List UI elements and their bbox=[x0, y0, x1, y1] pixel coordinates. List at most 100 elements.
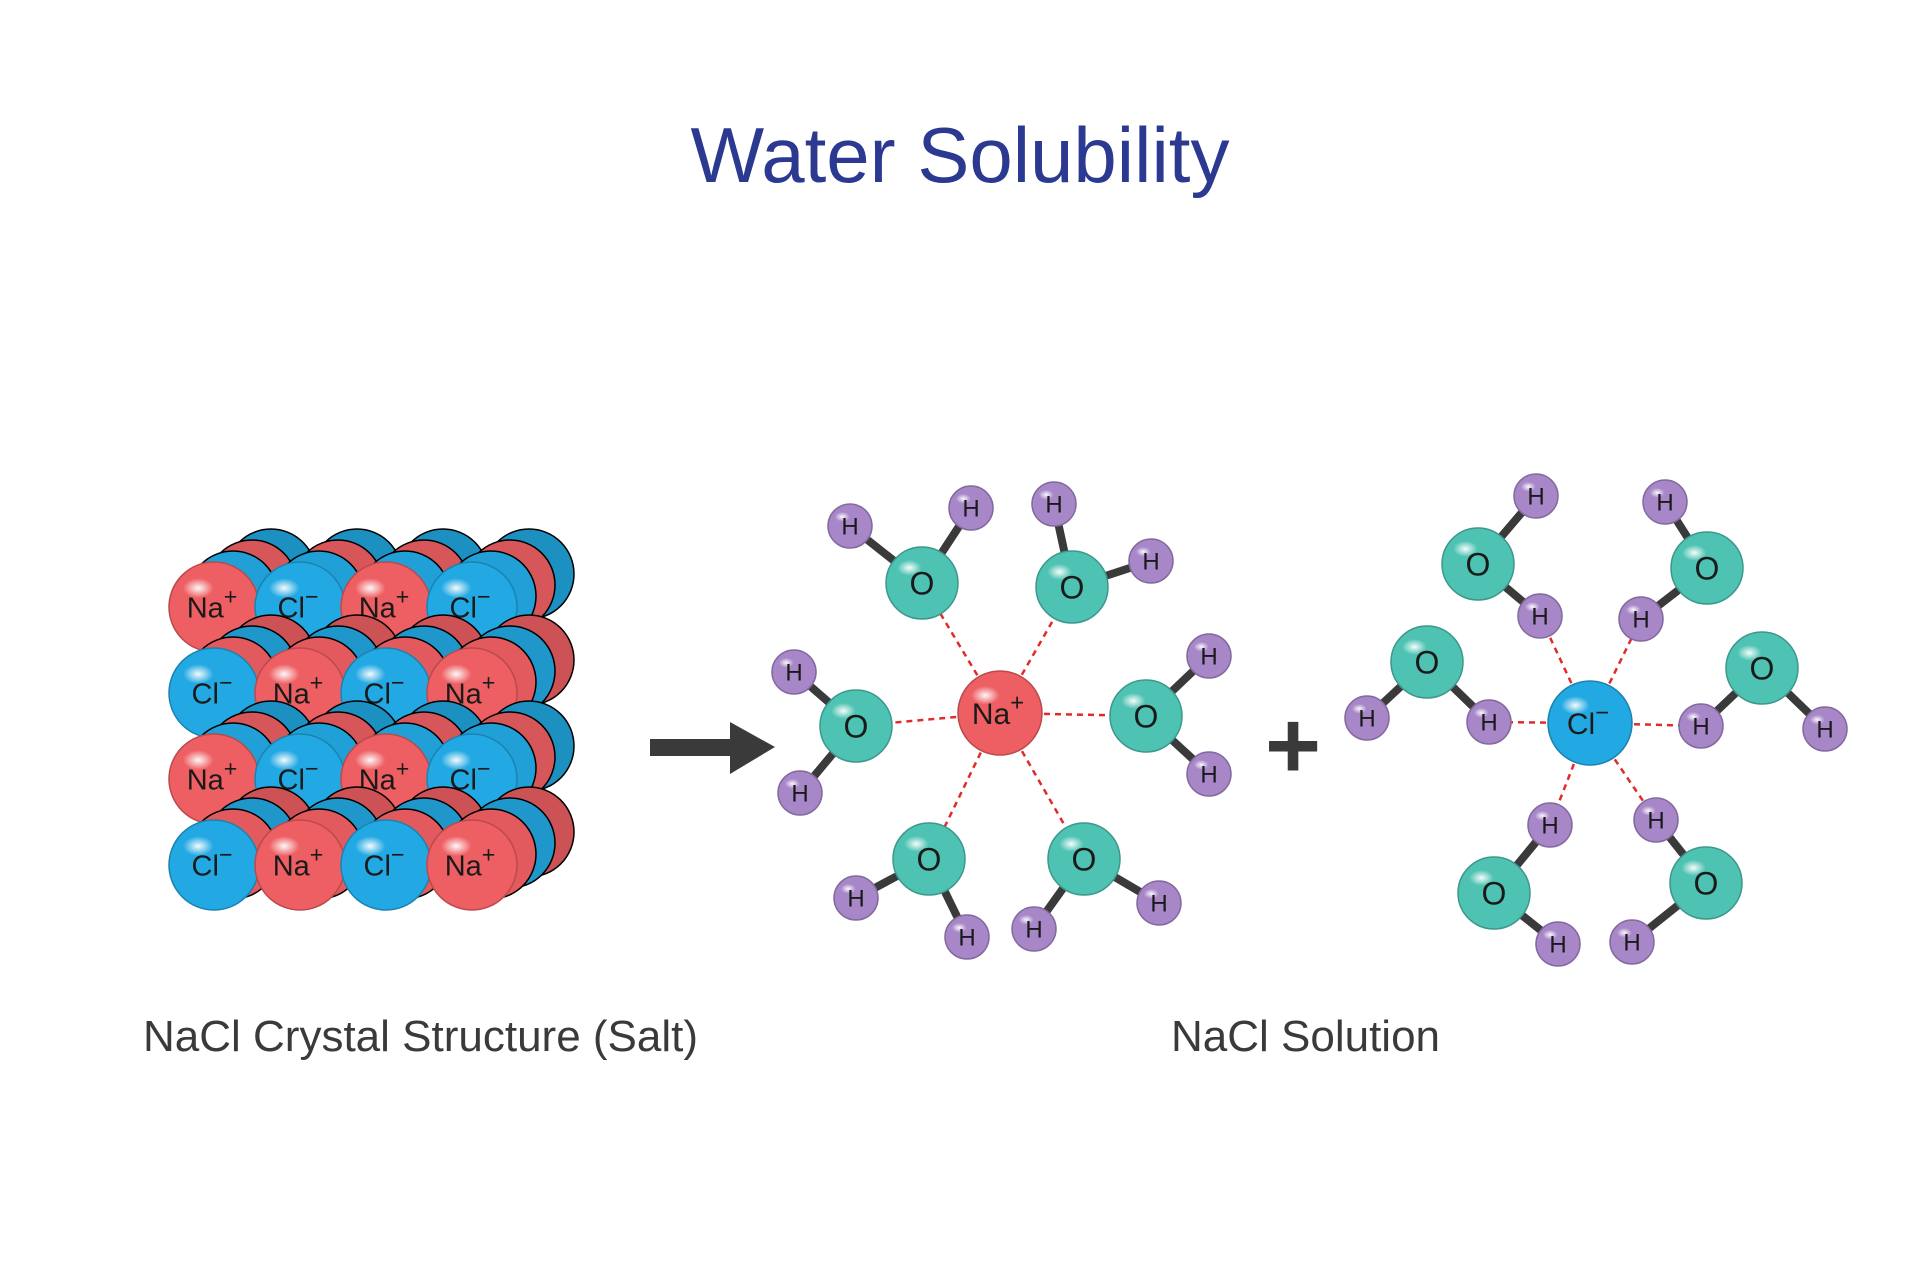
water-molecule: H H O bbox=[1011, 822, 1182, 952]
chloride-ion bbox=[1547, 680, 1633, 766]
crystal-ion-label: Na+ bbox=[187, 583, 238, 624]
hydrogen-atom bbox=[1186, 751, 1232, 797]
hydrogen-atom bbox=[1344, 695, 1390, 741]
crystal-ion-label: Na+ bbox=[273, 841, 324, 882]
oxygen-label: O bbox=[1694, 866, 1719, 902]
hydrogen-atom bbox=[1186, 633, 1232, 679]
oxygen-atom bbox=[1047, 822, 1121, 896]
hydrogen-label: H bbox=[791, 781, 808, 808]
oxygen-atom bbox=[892, 822, 966, 896]
ion-dipole-attraction-line bbox=[1538, 615, 1592, 724]
hydrogen-label: H bbox=[1025, 917, 1042, 944]
hydrogen-label: H bbox=[1632, 607, 1649, 634]
hydrogen-atom bbox=[833, 875, 879, 921]
oxygen-label: O bbox=[1060, 570, 1085, 606]
reaction-arrow-icon bbox=[650, 722, 775, 774]
water-molecule: H H O bbox=[833, 822, 990, 960]
oxygen-label: O bbox=[1482, 876, 1507, 912]
hydrogen-atom bbox=[1128, 538, 1174, 584]
oxygen-atom bbox=[1035, 550, 1109, 624]
hydrogen-label: H bbox=[847, 886, 864, 913]
hydrogen-label: H bbox=[1527, 484, 1544, 511]
water-molecule: HHO bbox=[1109, 633, 1232, 797]
hydrogen-label: H bbox=[1480, 710, 1497, 737]
hydrogen-label: H bbox=[1150, 891, 1167, 918]
hydrogen-label: H bbox=[1142, 549, 1159, 576]
ion-dipole-attraction-line bbox=[1588, 722, 1658, 821]
crystal-ion bbox=[168, 819, 260, 911]
hydrogen-label: H bbox=[1816, 717, 1833, 744]
hydrogen-label: H bbox=[1623, 930, 1640, 957]
water-molecule: H H O bbox=[1441, 473, 1563, 639]
hydrogen-atom bbox=[1466, 699, 1512, 745]
water-molecule: HHO bbox=[1678, 631, 1848, 752]
oxygen-atom bbox=[1441, 527, 1515, 601]
crystal-ion-label: Cl− bbox=[364, 841, 405, 882]
hydrogen-label: H bbox=[1549, 932, 1566, 959]
hydrogen-atom bbox=[1517, 593, 1563, 639]
water-molecule: H H O bbox=[1344, 625, 1512, 745]
hydrogen-atom bbox=[1513, 473, 1559, 519]
hydrogen-atom bbox=[948, 485, 994, 531]
oxygen-atom bbox=[1109, 679, 1183, 753]
hydrogen-atom bbox=[1802, 706, 1848, 752]
water-molecule: H H O bbox=[1457, 802, 1581, 967]
hydrogen-label: H bbox=[1358, 706, 1375, 733]
hydrogen-label: H bbox=[1541, 813, 1558, 840]
hydrogen-atom bbox=[944, 914, 990, 960]
water-molecule: H H O bbox=[1031, 481, 1174, 624]
hydrogen-label: H bbox=[1531, 604, 1548, 631]
hydrogen-atom bbox=[1609, 919, 1655, 965]
hydrogen-label: H bbox=[1045, 492, 1062, 519]
hydrogen-atom bbox=[1031, 481, 1077, 527]
oxygen-atom bbox=[819, 689, 893, 763]
oxygen-atom bbox=[1725, 631, 1799, 705]
water-molecule: H H O bbox=[771, 649, 893, 816]
hydrogen-label: H bbox=[962, 496, 979, 523]
hydrogen-label: H bbox=[958, 925, 975, 952]
crystal-ion bbox=[340, 819, 432, 911]
oxygen-label: O bbox=[1750, 651, 1775, 687]
hydrogen-atom bbox=[1535, 921, 1581, 967]
oxygen-label: O bbox=[910, 566, 935, 602]
oxygen-atom bbox=[1669, 846, 1743, 920]
oxygen-label: O bbox=[917, 842, 942, 878]
plus-sign: + bbox=[1265, 692, 1321, 799]
hydrogen-atom bbox=[771, 649, 817, 695]
hydrogen-atom bbox=[1011, 906, 1057, 952]
hydrogen-label: H bbox=[1200, 644, 1217, 671]
oxygen-label: O bbox=[1415, 645, 1440, 681]
oxygen-label: O bbox=[1072, 842, 1097, 878]
hydrogen-label: H bbox=[785, 660, 802, 687]
oxygen-label: O bbox=[1466, 547, 1491, 583]
oxygen-atom bbox=[885, 546, 959, 620]
water-molecule: H H O bbox=[827, 485, 994, 620]
page-title: Water Solubility bbox=[690, 111, 1230, 199]
hydrogen-atom bbox=[1642, 479, 1688, 525]
water-molecule: H H O bbox=[1618, 479, 1744, 642]
crystal-structure-caption: NaCl Crystal Structure (Salt) bbox=[143, 1012, 699, 1061]
ion-dipole-attraction-line bbox=[1588, 618, 1643, 724]
hydrogen-atom bbox=[1633, 797, 1679, 843]
sodium-ion-label: Na+ bbox=[972, 689, 1024, 731]
oxygen-atom bbox=[1670, 531, 1744, 605]
hydrogen-atom bbox=[1678, 703, 1724, 749]
hydrogen-label: H bbox=[841, 514, 858, 541]
oxygen-label: O bbox=[844, 709, 869, 745]
hydrogen-atom bbox=[777, 770, 823, 816]
oxygen-atom bbox=[1390, 625, 1464, 699]
hydrogen-label: H bbox=[1656, 490, 1673, 517]
oxygen-atom bbox=[1457, 856, 1531, 930]
nacl-crystal-lattice: Na+Cl−Na+Cl−Cl−Na+Cl−Na+Na+Cl−Na+Cl−Cl−N… bbox=[168, 528, 575, 911]
solution-caption: NaCl Solution bbox=[1171, 1012, 1441, 1061]
crystal-ion-label: Na+ bbox=[445, 841, 496, 882]
oxygen-label: O bbox=[1695, 551, 1720, 587]
hydrogen-atom bbox=[1618, 596, 1664, 642]
crystal-ion-label: Cl− bbox=[192, 669, 233, 710]
crystal-ion bbox=[426, 819, 518, 911]
crystal-ion-label: Na+ bbox=[187, 755, 238, 796]
hydrogen-atom bbox=[1136, 880, 1182, 926]
water-molecule: HHO bbox=[1609, 797, 1743, 965]
